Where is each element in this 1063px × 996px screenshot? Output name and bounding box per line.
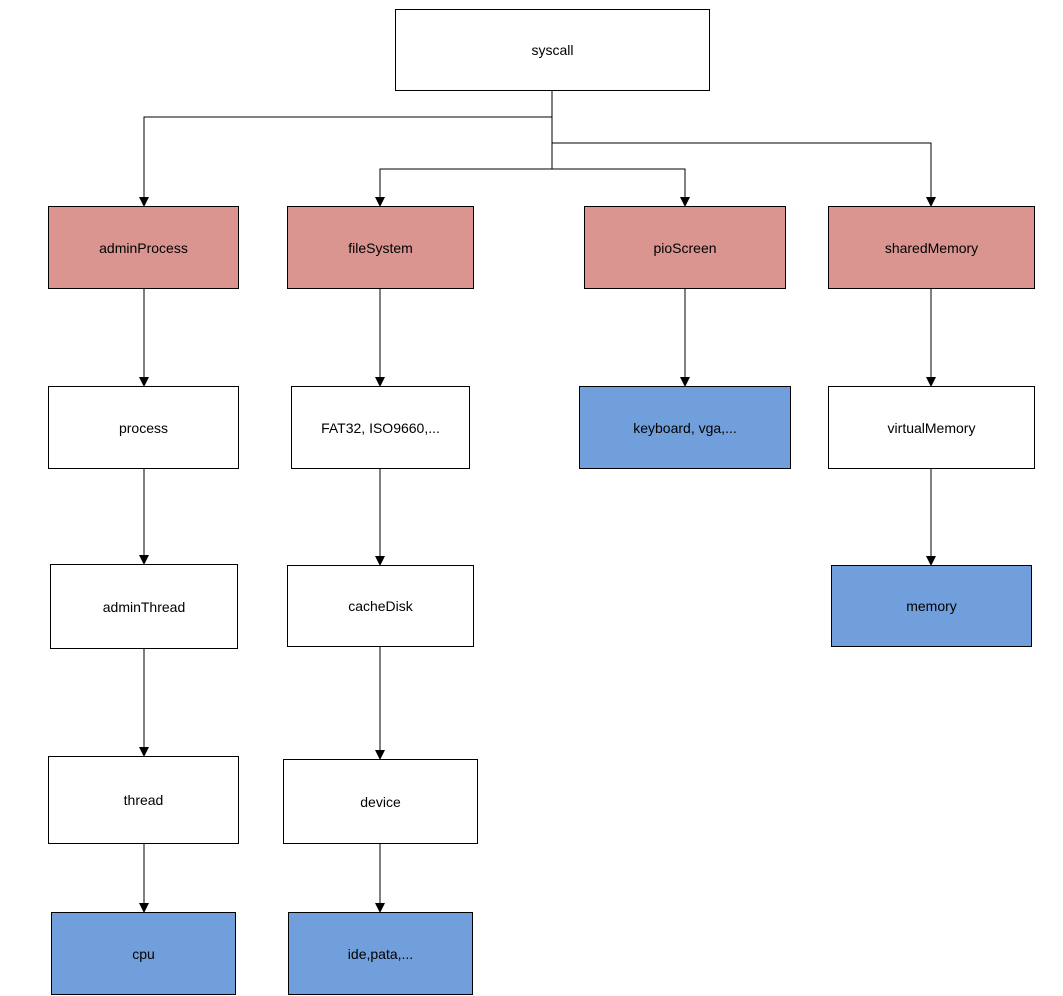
edge-syscall-to-pioScreen (552, 168, 690, 207)
node-label: ide,pata,... (347, 945, 414, 962)
node-label: device (360, 793, 401, 810)
node-label: syscall (531, 42, 574, 58)
node-adminThread: adminThread (50, 564, 238, 649)
edge-syscall-to-fileSystem (375, 117, 553, 207)
node-label: adminThread (102, 598, 186, 615)
node-label: process (118, 419, 169, 436)
node-memory: memory (831, 565, 1032, 647)
node-label: cpu (132, 945, 155, 962)
node-thread: thread (48, 756, 239, 844)
node-label: fileSystem (348, 239, 413, 256)
node-fileSystem: fileSystem (287, 206, 474, 289)
node-adminProcess: adminProcess (48, 206, 239, 289)
node-process: process (48, 386, 239, 469)
node-ide: ide,pata,... (288, 912, 473, 995)
node-keyboard: keyboard, vga,... (579, 386, 791, 469)
edge-syscall-to-sharedMemory (552, 142, 936, 207)
node-virtualMemory: virtualMemory (828, 386, 1035, 469)
node-syscall: syscall (395, 9, 710, 91)
node-cacheDisk: cacheDisk (287, 565, 474, 647)
node-label: virtualMemory (887, 419, 976, 436)
node-cpu: cpu (51, 912, 236, 995)
node-label: thread (123, 792, 164, 808)
node-label: adminProcess (99, 239, 188, 256)
node-pioScreen: pioScreen (584, 206, 786, 289)
node-label: keyboard, vga,... (633, 419, 737, 436)
node-label: pioScreen (653, 239, 717, 256)
node-label: memory (906, 598, 957, 614)
node-device: device (283, 759, 478, 844)
node-label: sharedMemory (884, 239, 979, 256)
node-label: FAT32, ISO9660,... (321, 419, 440, 436)
node-sharedMemory: sharedMemory (828, 206, 1035, 289)
edge-syscall-to-adminProcess (139, 91, 553, 207)
node-label: cacheDisk (348, 598, 413, 614)
node-fat32: FAT32, ISO9660,... (291, 386, 470, 469)
